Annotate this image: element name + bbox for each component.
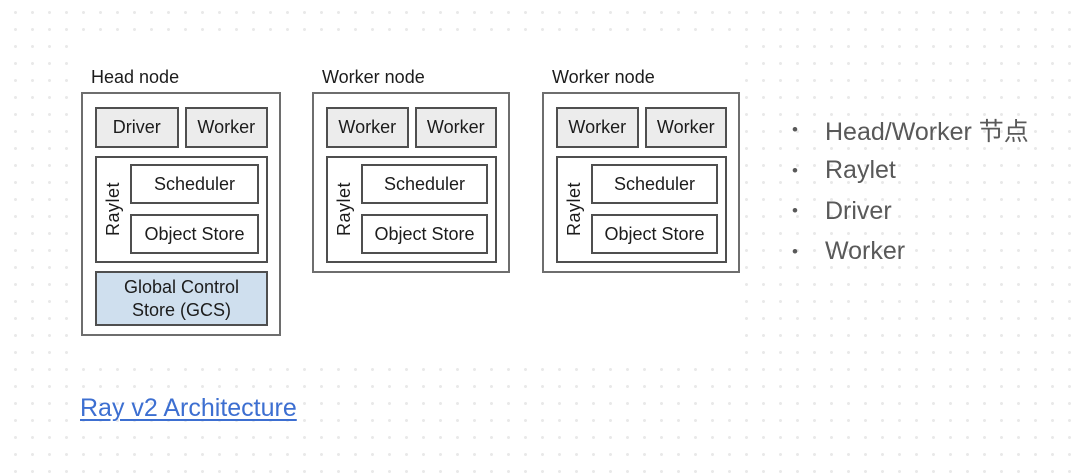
gcs-line-2: Store (GCS) <box>131 299 232 320</box>
raylet-box: Raylet Scheduler Object Store <box>556 156 727 263</box>
node-title: Worker node <box>552 67 655 87</box>
process-row: Driver Worker <box>95 107 268 148</box>
raylet-label: Raylet <box>328 158 361 261</box>
bullet-dot: • <box>792 241 798 261</box>
bullet-item-worker: • Worker <box>792 232 1029 273</box>
raylet-label-text: Raylet <box>564 182 584 237</box>
gcs-box: Global Control Store (GCS) <box>95 271 268 326</box>
raylet-label: Raylet <box>558 158 591 261</box>
worker-box: Worker <box>556 107 639 148</box>
raylet-box: Raylet Scheduler Object Store <box>326 156 497 263</box>
bullet-dot: • <box>792 201 798 221</box>
scheduler-box: Scheduler <box>130 164 259 204</box>
head-node-box: Driver Worker Raylet Scheduler Object St… <box>81 92 281 336</box>
worker-box: Worker <box>414 107 497 148</box>
raylet-label: Raylet <box>97 158 130 261</box>
gcs-line-1: Global Control <box>123 276 240 297</box>
raylet-label-text: Raylet <box>334 182 354 237</box>
object-store-box: Object Store <box>361 214 488 254</box>
scheduler-box: Scheduler <box>361 164 488 204</box>
bullet-dot: • <box>792 120 798 140</box>
bullet-label: Worker <box>825 237 906 266</box>
process-row: Worker Worker <box>326 107 497 148</box>
worker-node-group-1: Worker node Worker Worker Raylet Schedul… <box>312 66 510 273</box>
worker-box: Worker <box>644 107 727 148</box>
scheduler-box: Scheduler <box>591 164 718 204</box>
object-store-box: Object Store <box>591 214 718 254</box>
head-node-group: Head node Driver Worker Raylet Scheduler… <box>81 66 281 336</box>
raylet-box: Raylet Scheduler Object Store <box>95 156 268 263</box>
bullet-label: Raylet <box>825 156 896 185</box>
worker-node-box: Worker Worker Raylet Scheduler Object St… <box>542 92 740 273</box>
bullet-item-raylet: • Raylet <box>792 151 1029 192</box>
raylet-label-text: Raylet <box>103 182 123 237</box>
raylet-children: Scheduler Object Store <box>130 158 266 261</box>
worker-box: Worker <box>326 107 409 148</box>
driver-box: Driver <box>95 107 179 148</box>
node-title: Worker node <box>322 67 425 87</box>
worker-node-group-2: Worker node Worker Worker Raylet Schedul… <box>542 66 740 273</box>
legend-bullet-list: • Head/Worker 节点 • Raylet • Driver • Wor… <box>792 110 1029 272</box>
raylet-children: Scheduler Object Store <box>361 158 495 261</box>
bullet-item-head-worker-node: • Head/Worker 节点 <box>792 110 1029 151</box>
worker-box: Worker <box>184 107 268 148</box>
bullet-label: Driver <box>825 196 892 225</box>
raylet-children: Scheduler Object Store <box>591 158 725 261</box>
worker-node-box: Worker Worker Raylet Scheduler Object St… <box>312 92 510 273</box>
process-row: Worker Worker <box>556 107 727 148</box>
node-title: Head node <box>91 67 180 87</box>
object-store-box: Object Store <box>130 214 259 254</box>
bullet-dot: • <box>792 160 798 180</box>
ray-v2-architecture-link[interactable]: Ray v2 Architecture <box>80 394 297 422</box>
bullet-label: Head/Worker 节点 <box>825 118 1029 147</box>
bullet-item-driver: • Driver <box>792 191 1029 232</box>
